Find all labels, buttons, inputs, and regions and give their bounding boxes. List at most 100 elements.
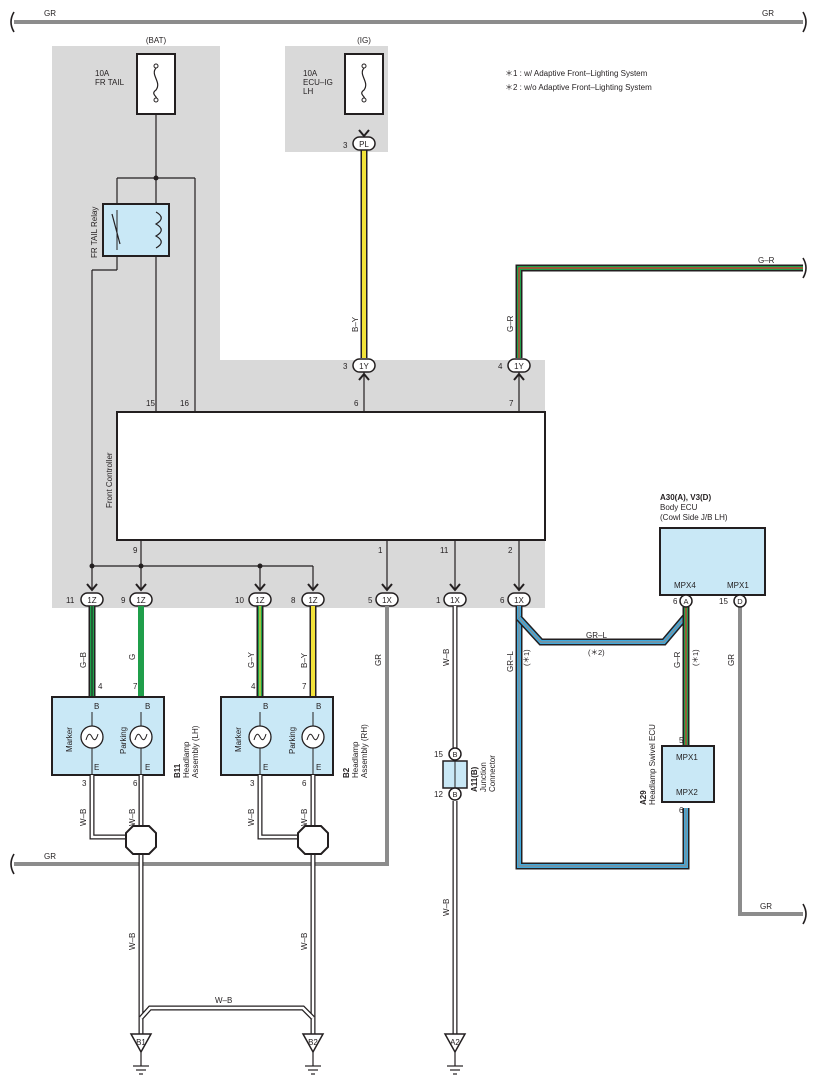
relay-name: FR TAIL Relay [90, 207, 99, 258]
fuse-fr-tail-amp: 10A [95, 69, 110, 78]
swivel-ecu-box [661, 745, 715, 803]
wire-label-gr-top-right: GR [762, 9, 774, 18]
note-mark-2: (＊2) [588, 648, 605, 657]
fuse-fr-tail: (BAT) 10A FR TAIL [95, 36, 176, 115]
relay-box [102, 203, 170, 257]
wire-g: G [128, 606, 144, 697]
headlamp-lh: 4 7 B B E E Marker Parking B11 Headlamp … [51, 682, 200, 788]
connector-code: 1X [514, 596, 524, 605]
pin-2: 2 [508, 546, 513, 555]
connector-pin: 10 [235, 596, 244, 605]
headlamp-rh-name2: Assembly (RH) [360, 724, 369, 778]
connector-pin: 9 [121, 596, 126, 605]
pin-7: 7 [302, 682, 307, 691]
swivel-ecu-code: A29 [639, 790, 648, 805]
swivel-ecu-mpx2: MPX2 [676, 788, 698, 797]
junction-name1: Junction [479, 762, 488, 792]
relay-switch-icon [111, 213, 121, 245]
connector-code: 1Z [87, 596, 96, 605]
connector-pl-code: PL [359, 140, 369, 149]
body-ecu-box [659, 527, 766, 596]
body-ecu-code: A30(A), V3(D) [660, 493, 711, 502]
splice-dot [257, 563, 263, 569]
wire-gr-body-d: GR GR [727, 607, 807, 925]
connector-code: 1Y [359, 362, 369, 371]
ground-b1: B1 [129, 1033, 153, 1075]
wire-break-left-top [10, 11, 15, 33]
headlamp-rh-code: B2 [342, 767, 351, 778]
connector-pin: 8 [291, 596, 296, 605]
connector-pin: 11 [66, 596, 75, 605]
terminal-b: B [316, 702, 321, 711]
fuse-ecu-ig: (IG) 10A ECU–IG LH [303, 36, 384, 115]
fuse-box [344, 53, 384, 115]
connector-code: 1Z [308, 596, 317, 605]
terminal-e: E [94, 763, 99, 772]
splice-octagon-lh [125, 825, 157, 855]
marker-label: Marker [65, 727, 74, 752]
pin-16: 16 [180, 399, 189, 408]
note-1: ＊1 : w/ Adaptive Front–Lighting System [505, 69, 648, 78]
wire-break-left-mid [10, 853, 15, 875]
by-wire-upper: B–Y [351, 150, 368, 358]
connector-code: B [452, 790, 457, 799]
marker-label: Marker [234, 727, 243, 752]
pin-6: 6 [133, 779, 138, 788]
wire-label-gr-bottom-right: GR [760, 902, 772, 911]
wire-label-wb-jc: W–B [442, 899, 451, 916]
connector-pin: 6 [500, 596, 505, 605]
wire-label-by-lower: B–Y [300, 652, 309, 668]
splice-octagon-rh [297, 825, 329, 855]
front-controller-box [116, 411, 546, 541]
front-controller-name: Front Controller [105, 452, 114, 508]
parking-label: Parking [119, 727, 128, 754]
wire-label-grl-horiz: GR–L [586, 631, 607, 640]
terminal-b: B [263, 702, 268, 711]
splice-dot [89, 563, 95, 569]
wire-label-gr-mid-left: GR [44, 852, 56, 861]
connector-code: 1Y [514, 362, 524, 371]
fuse-box [136, 53, 176, 115]
pin-1: 1 [378, 546, 383, 555]
note-mark-1b: (＊1) [691, 649, 700, 666]
terminal-e: E [316, 763, 321, 772]
splice-dot [153, 175, 159, 181]
wire-g-y: G–Y [247, 606, 264, 697]
junction-name2: Connector [488, 755, 497, 792]
connector-1z-9: 1Z 9 [121, 583, 153, 607]
connector-1y-4: 1Y 4 [498, 358, 531, 381]
pin-7: 7 [509, 399, 514, 408]
headlamp-rh-name1: Headlamp [351, 741, 360, 778]
wire-label-wb-cross: W–B [215, 996, 232, 1005]
splice-dot [138, 563, 144, 569]
connector-pin: 3 [343, 362, 348, 371]
ground-b2: B2 [301, 1033, 325, 1075]
wire-label-wb-rh-low: W–B [300, 933, 309, 950]
headlamp-swivel-ecu: MPX1 MPX2 5 6 A29 Headlamp Swivel ECU [639, 724, 715, 815]
pin-11: 11 [440, 546, 449, 555]
wire-label-gy: G–Y [247, 651, 256, 668]
gr-wire-upper: G–R G–R [506, 256, 807, 358]
wire-g-r-lower: G–R (＊1) [673, 607, 700, 746]
top-gr-bus: GR GR [10, 9, 807, 33]
front-controller: Front Controller 15 16 6 7 9 1 11 2 [105, 372, 546, 555]
wire-break-right-gr [802, 257, 807, 279]
wire-label-gr-top-left: GR [44, 9, 56, 18]
headlamp-lh-name2: Assembly (LH) [191, 725, 200, 778]
junction-connector: B 15 B 12 A11(B) Junction Connector [434, 747, 497, 801]
body-ecu-mpx4: MPX4 [674, 581, 696, 590]
connector-code: 1X [450, 596, 460, 605]
connector-pin: 6 [673, 597, 678, 606]
pin-15: 15 [146, 399, 155, 408]
connector-code: A [683, 597, 688, 606]
ground-label: B1 [136, 1038, 146, 1047]
body-ecu-name2: (Cowl Side J/B LH) [660, 513, 728, 522]
wire-gr-l: GR–L (＊1) GR–L (＊2) [506, 606, 690, 870]
bat-label: (BAT) [146, 36, 167, 45]
fuse-icon [361, 67, 367, 99]
connector-pin: 12 [434, 790, 443, 799]
terminal-e: E [145, 763, 150, 772]
connector-pin: 15 [719, 597, 728, 606]
terminal-b: B [145, 702, 150, 711]
connector-code: 1Z [255, 596, 264, 605]
